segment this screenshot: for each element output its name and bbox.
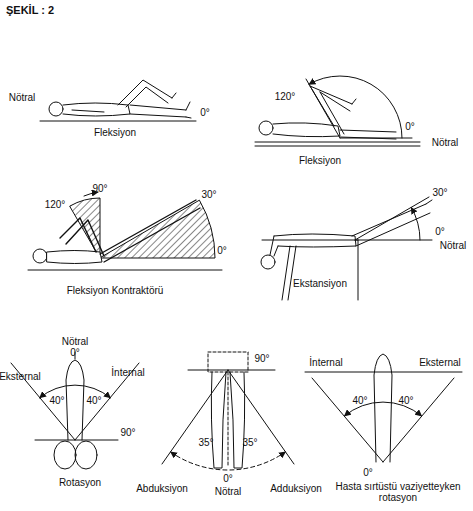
motion-name: Rotasyon bbox=[59, 477, 101, 488]
angle-value: 0° bbox=[200, 107, 210, 118]
motion-arc bbox=[411, 208, 420, 241]
lower-leg bbox=[66, 360, 84, 440]
angle-ray bbox=[11, 352, 139, 440]
flexed-leg bbox=[118, 80, 176, 107]
angle-value: 120° bbox=[45, 199, 66, 210]
head bbox=[259, 121, 273, 135]
angle-value: 90° bbox=[254, 353, 269, 364]
flexion-contracture-figure bbox=[28, 192, 222, 270]
pelvis-outline bbox=[208, 352, 248, 372]
position-name: Nötral bbox=[432, 137, 459, 148]
motion-name: Abduksiyon bbox=[136, 483, 188, 494]
angle-value: 0° bbox=[435, 226, 445, 237]
motion-name: Fleksiyon bbox=[299, 155, 341, 166]
arm bbox=[72, 110, 104, 112]
motion-name: Hasta sırtüstü vaziyetteyken rotasyon bbox=[323, 481, 473, 503]
angle-ray bbox=[306, 79, 412, 138]
direction-name: İnternal bbox=[309, 357, 342, 368]
flexed-leg bbox=[60, 218, 104, 256]
abduction-figure bbox=[162, 352, 294, 470]
table-line bbox=[28, 270, 222, 271]
direction-name: İnternal bbox=[111, 367, 144, 378]
angle-value: 40° bbox=[86, 395, 101, 406]
angle-value: 0° bbox=[405, 121, 415, 132]
angle-value: 30° bbox=[201, 189, 216, 200]
motion-name: Ekstansiyon bbox=[293, 278, 347, 289]
raised-leg bbox=[100, 200, 200, 262]
direction-name: Eksternal bbox=[419, 357, 461, 368]
reference-line bbox=[35, 440, 118, 441]
buttock bbox=[54, 441, 76, 469]
position-name: Nötral bbox=[62, 336, 89, 347]
flexion-figure bbox=[255, 76, 420, 146]
extension-figure bbox=[261, 197, 432, 300]
lower-leg bbox=[374, 354, 392, 462]
head bbox=[49, 102, 63, 116]
angle-value: 0° bbox=[363, 467, 373, 478]
reference-line bbox=[188, 370, 275, 371]
motion-arc bbox=[171, 452, 286, 470]
position-name: Nötral bbox=[440, 240, 467, 251]
table-line bbox=[40, 121, 196, 122]
angle-value: 35° bbox=[198, 437, 213, 448]
trunk bbox=[63, 103, 130, 116]
angle-value: 40° bbox=[398, 395, 413, 406]
straight-leg bbox=[130, 102, 191, 118]
direction-name: Eksternal bbox=[0, 371, 41, 382]
angle-value: 40° bbox=[352, 395, 367, 406]
supine-neutral-figure bbox=[40, 80, 196, 121]
leg bbox=[211, 372, 244, 468]
angle-value: 0° bbox=[70, 347, 80, 358]
table bbox=[255, 142, 420, 146]
head bbox=[33, 249, 47, 263]
hanging-arm bbox=[282, 246, 296, 300]
angle-value: 0° bbox=[223, 473, 233, 484]
motion-name: Fleksiyon bbox=[94, 127, 136, 138]
figure-title: ŞEKİL : 2 bbox=[6, 4, 54, 16]
angle-ray bbox=[355, 197, 432, 240]
head bbox=[261, 255, 275, 269]
angle-value: 120° bbox=[275, 91, 296, 102]
angle-ray bbox=[312, 378, 454, 462]
angle-value: 35° bbox=[242, 437, 257, 448]
supine-rotation-figure bbox=[305, 354, 462, 462]
motion-name: Adduksiyon bbox=[270, 483, 322, 494]
trunk bbox=[273, 123, 340, 137]
angle-value: 90° bbox=[120, 427, 135, 438]
angle-value: 30° bbox=[432, 187, 447, 198]
buttock bbox=[75, 441, 97, 469]
position-name: Nötral bbox=[215, 486, 242, 497]
motion-name: Fleksiyon Kontraktörü bbox=[67, 285, 164, 296]
trunk bbox=[47, 251, 102, 264]
reference-line bbox=[305, 372, 462, 373]
motion-arc bbox=[309, 76, 402, 138]
center-line bbox=[228, 372, 229, 466]
trunk bbox=[270, 234, 356, 256]
angle-value: 0° bbox=[217, 245, 227, 256]
position-name: Nötral bbox=[9, 92, 36, 103]
angle-value: 40° bbox=[49, 395, 64, 406]
angle-value: 90° bbox=[92, 183, 107, 194]
raised-leg bbox=[352, 200, 432, 246]
